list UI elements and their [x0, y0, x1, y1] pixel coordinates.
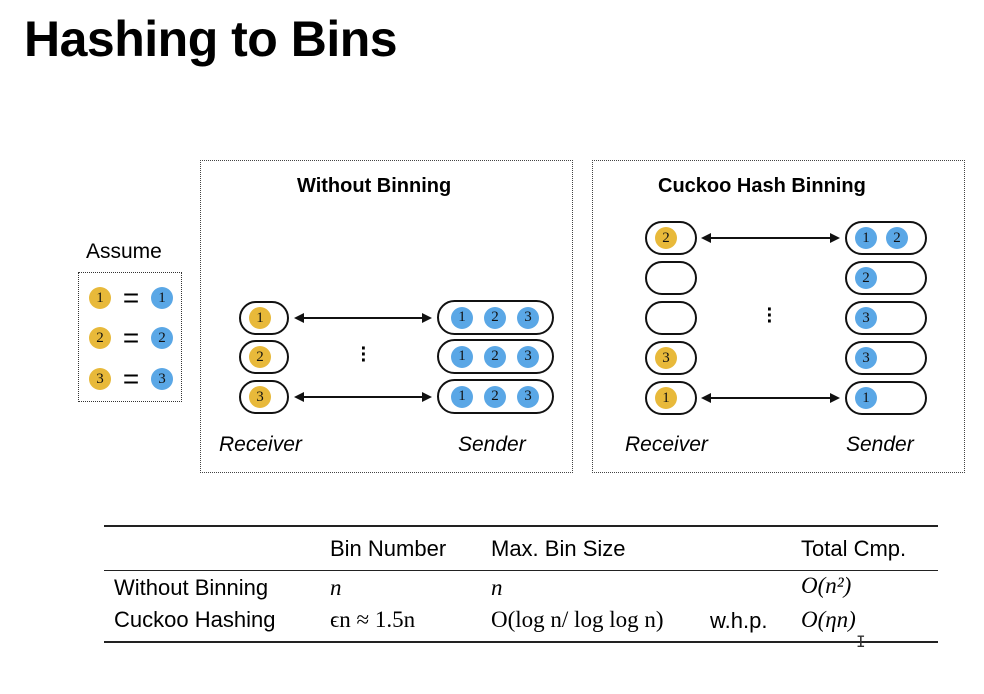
cell-total-cmp: O(ηn) — [801, 607, 856, 632]
header-total-cmp: Total Cmp. — [801, 536, 907, 561]
row-name-without-binning: Without Binning — [114, 575, 269, 600]
sender-item: 3 — [517, 385, 539, 408]
equals-sign: = — [122, 363, 140, 394]
receiver-label: Receiver — [625, 433, 708, 456]
receiver-bin: 2 — [645, 221, 697, 255]
cuckoo-hash-title: Cuckoo Hash Binning — [658, 175, 866, 197]
sender-bin: 1 2 — [845, 221, 927, 255]
cuckoo-hash-panel — [592, 160, 965, 473]
cell-total-cmp: O(n²) — [801, 573, 852, 598]
sender-bin: 1 2 3 — [437, 300, 554, 335]
slide-title: Hashing to Bins — [24, 11, 398, 67]
sender-item: 2 — [886, 227, 908, 249]
sender-label: Sender — [846, 433, 914, 456]
cell-bin-number: ϵn ≈ 1.5n — [330, 607, 416, 632]
sender-item: 1 — [451, 345, 473, 368]
row-name-cuckoo-hashing: Cuckoo Hashing — [114, 607, 276, 632]
equals-sign: = — [122, 322, 140, 353]
receiver-item: 2 — [655, 227, 677, 249]
sender-item-2: 2 — [150, 327, 173, 349]
vertical-ellipsis: ··· — [766, 299, 774, 333]
sender-item-3: 3 — [150, 368, 173, 390]
receiver-bin: 1 — [645, 381, 697, 415]
sender-item: 3 — [517, 345, 539, 368]
cell-whp-suffix: w.h.p. — [710, 608, 768, 633]
legend-row: 3 = 3 — [89, 364, 173, 394]
sender-item: 3 — [855, 307, 877, 329]
receiver-bin: 2 — [239, 340, 289, 374]
sender-bin: 1 — [845, 381, 927, 415]
receiver-label: Receiver — [219, 433, 302, 456]
sender-item: 2 — [484, 385, 506, 408]
sender-bin: 3 — [845, 301, 927, 335]
comparison-table: Bin Number Max. Bin Size Total Cmp. With… — [104, 525, 938, 645]
sender-item: 3 — [517, 306, 539, 329]
cell-max-bin-size: n — [491, 575, 503, 600]
receiver-bin: 3 — [645, 341, 697, 375]
sender-item: 3 — [855, 347, 877, 369]
sender-bin: 1 2 3 — [437, 379, 554, 414]
table-mid-rule — [104, 570, 938, 571]
without-binning-title: Without Binning — [297, 175, 452, 197]
sender-item-1: 1 — [150, 287, 173, 309]
table-top-rule — [104, 525, 938, 527]
cell-bin-number: n — [330, 575, 342, 600]
equals-sign: = — [122, 282, 140, 313]
text-cursor-icon: I — [856, 632, 866, 651]
assume-legend-box: 1 = 1 2 = 2 3 = 3 — [78, 272, 182, 402]
legend-row: 2 = 2 — [89, 323, 173, 353]
receiver-item-1: 1 — [89, 287, 111, 309]
receiver-item: 1 — [655, 387, 677, 409]
receiver-item-3: 3 — [89, 368, 111, 390]
header-bin-number: Bin Number — [330, 536, 447, 561]
sender-label: Sender — [458, 433, 526, 456]
receiver-bin-empty — [645, 261, 697, 295]
receiver-bin: 1 — [239, 301, 289, 335]
legend-row: 1 = 1 — [89, 283, 173, 313]
receiver-bin: 3 — [239, 380, 289, 414]
receiver-bin-empty — [645, 301, 697, 335]
vertical-ellipsis: ··· — [360, 338, 368, 372]
receiver-item: 3 — [655, 347, 677, 369]
sender-item: 2 — [855, 267, 877, 289]
sender-bin: 2 — [845, 261, 927, 295]
receiver-item-2: 2 — [89, 327, 111, 349]
sender-bin: 3 — [845, 341, 927, 375]
cell-max-bin-size: O(log n/ log log n) — [491, 607, 664, 632]
sender-item: 1 — [451, 385, 473, 408]
sender-item: 1 — [855, 387, 877, 409]
table-bottom-rule — [104, 641, 938, 643]
header-max-bin-size: Max. Bin Size — [491, 536, 626, 561]
receiver-item: 3 — [249, 386, 271, 408]
sender-bin: 1 2 3 — [437, 339, 554, 374]
sender-item: 2 — [484, 306, 506, 329]
sender-item: 2 — [484, 345, 506, 368]
sender-item: 1 — [855, 227, 877, 249]
without-binning-panel — [200, 160, 573, 473]
sender-item: 1 — [451, 306, 473, 329]
receiver-item: 2 — [249, 346, 271, 368]
receiver-item: 1 — [249, 307, 271, 329]
assume-label: Assume — [86, 240, 162, 263]
